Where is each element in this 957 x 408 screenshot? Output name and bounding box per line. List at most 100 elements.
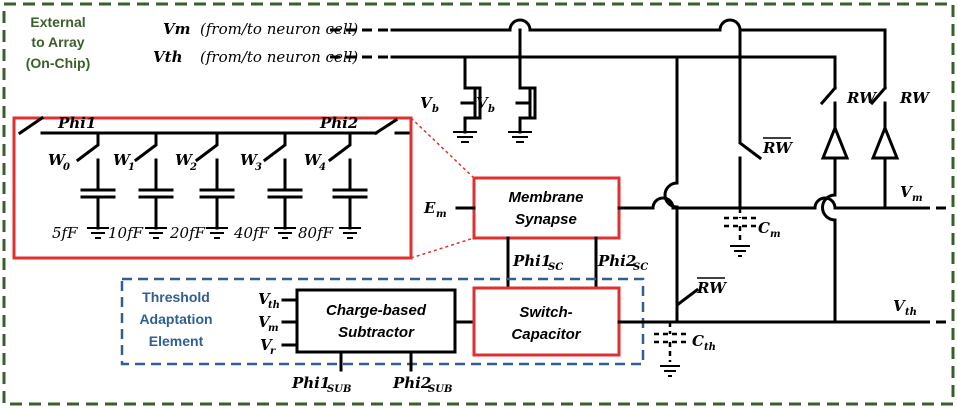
membrane-synapse-label-2: Synapse [515, 211, 577, 228]
svg-text:W: W [304, 151, 323, 169]
svg-text:th: th [905, 307, 917, 318]
svg-text:W: W [240, 151, 259, 169]
svg-text:th: th [704, 342, 716, 353]
svg-text:th: th [268, 300, 280, 311]
switch-capacitor-label-2: Capacitor [511, 326, 581, 343]
external-array-label: External to Array (On-Chip) [26, 14, 91, 71]
svg-text:V: V [258, 290, 271, 308]
phi-sub-wires [339, 350, 413, 372]
cth-capacitor [654, 322, 686, 362]
svg-text:C: C [692, 332, 704, 350]
capacitor-bank-box [12, 116, 413, 260]
rw-bar-label-cth: RW [696, 277, 728, 297]
svg-text:C: C [758, 219, 770, 237]
svg-text:SUB: SUB [428, 384, 452, 395]
cap-branch-4: W 4 80fF [298, 131, 368, 242]
svg-text:SC: SC [548, 262, 563, 273]
zoom-lines [410, 117, 475, 259]
svg-text:E: E [423, 199, 436, 217]
capacitor-bank: Phi1 Phi2 [17, 114, 410, 136]
svg-text:m: m [436, 209, 447, 220]
rw-bar-switch-cm [738, 124, 763, 210]
rw-buffer-vm: RW [869, 85, 931, 210]
subtractor-input-vm: V m [258, 313, 279, 334]
switch-capacitor-box [472, 286, 621, 357]
svg-text:80fF: 80fF [298, 224, 334, 242]
svg-text:Phi1: Phi1 [512, 252, 551, 270]
svg-text:Vth: Vth [153, 48, 182, 66]
svg-text:r: r [270, 346, 276, 357]
svg-text:2: 2 [189, 162, 197, 173]
svg-text:40fF: 40fF [233, 224, 270, 242]
phi2-sub-label: Phi2 SUB [392, 374, 452, 395]
svg-text:Element: Element [149, 333, 204, 349]
svg-text:Vm: Vm [163, 20, 191, 38]
svg-text:SC: SC [633, 262, 648, 273]
svg-text:V: V [900, 183, 913, 201]
vth-line-label: Vth (from/to neuron cell) [153, 48, 358, 66]
bias-transistor-2: V b [476, 28, 537, 143]
svg-text:to Array: to Array [31, 34, 84, 50]
svg-text:W: W [48, 151, 67, 169]
cm-ground [730, 245, 750, 257]
svg-text:W: W [175, 151, 194, 169]
vth-out-label: V th [893, 297, 917, 318]
svg-text:RW: RW [899, 89, 931, 107]
svg-text:V: V [258, 313, 271, 331]
svg-text:Adaptation: Adaptation [139, 311, 212, 327]
svg-text:m: m [268, 323, 279, 334]
phi1-sc-label: Phi1 SC [512, 252, 563, 273]
cap-branch-2: W 2 20fF [169, 131, 235, 242]
svg-text:20fF: 20fF [169, 224, 206, 242]
subtractor-input-vr: V r [260, 336, 276, 357]
svg-text:External: External [30, 14, 85, 30]
vm-out-label: V m [900, 183, 923, 204]
vm-hop [508, 18, 742, 32]
svg-text:Phi2: Phi2 [319, 114, 358, 132]
svg-text:Phi1: Phi1 [291, 374, 330, 392]
svg-text:V: V [476, 94, 489, 112]
cth-label: C th [692, 332, 716, 353]
svg-text:1: 1 [128, 162, 135, 173]
rw-bar-label-cm: RW [762, 137, 794, 157]
membrane-synapse-label-1: Membrane [508, 189, 583, 206]
svg-text:m: m [912, 193, 923, 204]
cap-branch-1: W 1 10fF [108, 131, 174, 242]
cm-label: C m [758, 219, 781, 240]
cap-branch-0: W 0 5fF [48, 131, 116, 242]
svg-text:V: V [893, 297, 906, 315]
svg-text:m: m [770, 229, 781, 240]
cm-capacitor [724, 208, 756, 242]
vth-bus-vertical [663, 55, 679, 324]
switch-capacitor-label-1: Switch- [519, 304, 572, 321]
svg-text:10fF: 10fF [108, 224, 144, 242]
vm-line-label: Vm (from/to neuron cell) [163, 20, 358, 38]
svg-text:4: 4 [319, 162, 326, 173]
rw-buffer-vth: RW [819, 85, 878, 324]
charge-based-subtractor-box [295, 288, 457, 354]
svg-text:Phi2: Phi2 [392, 374, 431, 392]
svg-text:(from/to neuron cell): (from/to neuron cell) [200, 48, 358, 66]
svg-text:5fF: 5fF [52, 224, 78, 242]
svg-text:b: b [432, 104, 439, 115]
subtractor-input-vth: V th [258, 290, 280, 311]
svg-text:Phi2: Phi2 [597, 252, 636, 270]
em-label: E m [423, 199, 447, 220]
svg-text:RW: RW [846, 89, 878, 107]
svg-text:Threshold: Threshold [142, 289, 210, 305]
svg-text:V: V [260, 336, 273, 354]
rw-bar-switch-cth [675, 287, 700, 324]
svg-text:W: W [113, 151, 132, 169]
phi2-sc-label: Phi2 SC [597, 252, 648, 273]
svg-text:Phi1: Phi1 [57, 114, 96, 132]
bias-transistor-1: V b [420, 55, 482, 143]
subtractor-input-wires [281, 298, 299, 347]
svg-text:(On-Chip): (On-Chip) [26, 55, 91, 71]
phi1-sub-label: Phi1 SUB [291, 374, 351, 395]
cap-branch-3: W 3 40fF [233, 131, 303, 242]
svg-text:V: V [420, 94, 433, 112]
svg-text:RW: RW [696, 279, 728, 297]
svg-text:3: 3 [255, 162, 262, 173]
svg-text:0: 0 [63, 162, 70, 173]
